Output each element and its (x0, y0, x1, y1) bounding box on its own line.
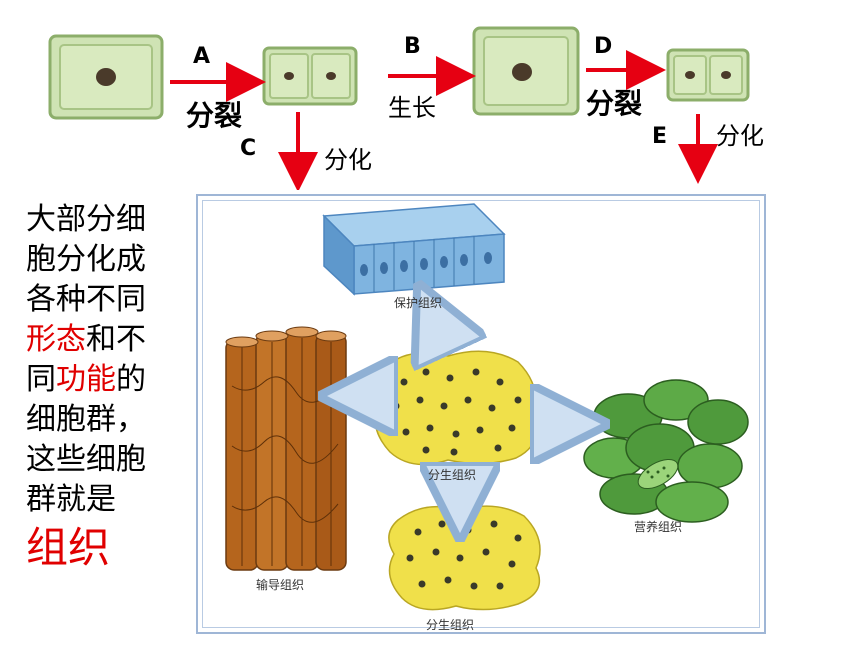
protective-tissue (322, 203, 506, 296)
explanation-line-4: 形态和不 (26, 322, 146, 357)
arrow-to-protective (434, 318, 446, 344)
label-differentiate-1: 分化 (324, 146, 372, 174)
single-cell-1 (48, 34, 164, 120)
label-c: C (240, 136, 257, 161)
label-protective-tissue: 保护组织 (394, 296, 443, 310)
label-divide-2: 分裂 (586, 87, 643, 120)
label-meristem-tissue-bottom: 分生组织 (426, 618, 475, 632)
label-b: B (404, 34, 421, 59)
explanation-line-6: 细胞群， (26, 402, 146, 437)
label-e: E (652, 124, 668, 149)
grown-cell (472, 26, 580, 116)
label-d: D (594, 34, 613, 59)
keyword-shape: 形态 (26, 322, 86, 357)
meristem-tissue-bottom (388, 505, 541, 611)
explanation-line-8: 群就是 (26, 482, 116, 517)
tissue-illustration (225, 203, 749, 611)
label-conductive-tissue: 输导组织 (256, 578, 305, 592)
tissue-panel: 保护组织 输导组织 分生组织 分生组织 营养组织 (196, 194, 766, 634)
meristem-tissue (373, 350, 538, 466)
divided-cell-2 (666, 48, 750, 102)
nutritive-tissue (583, 379, 749, 523)
label-differentiate-2: 分化 (716, 122, 764, 150)
keyword-function: 功能 (56, 362, 116, 397)
conclusion-tissue: 组织 (26, 523, 111, 572)
explanation-line-2: 胞分化成 (26, 242, 146, 277)
explanation-line-3: 各种不同 (26, 282, 146, 317)
conductive-tissue (225, 326, 347, 571)
explanation-line-5: 同功能的 (26, 362, 146, 397)
label-nutritive-tissue: 营养组织 (634, 520, 683, 534)
explanation-line-7: 这些细胞 (26, 442, 146, 477)
cell-process-diagram (48, 26, 750, 190)
explanation-text: 大部分细 胞分化成 各种不同 形态和不 同功能的 细胞群， 这些细胞 群就是 组… (26, 200, 176, 576)
label-meristem-tissue: 分生组织 (428, 468, 477, 482)
label-a: A (193, 44, 211, 69)
explanation-line-1: 大部分细 (26, 202, 146, 237)
label-divide-1: 分裂 (186, 99, 243, 132)
divided-cell-1 (262, 46, 358, 106)
label-grow: 生长 (388, 94, 436, 122)
